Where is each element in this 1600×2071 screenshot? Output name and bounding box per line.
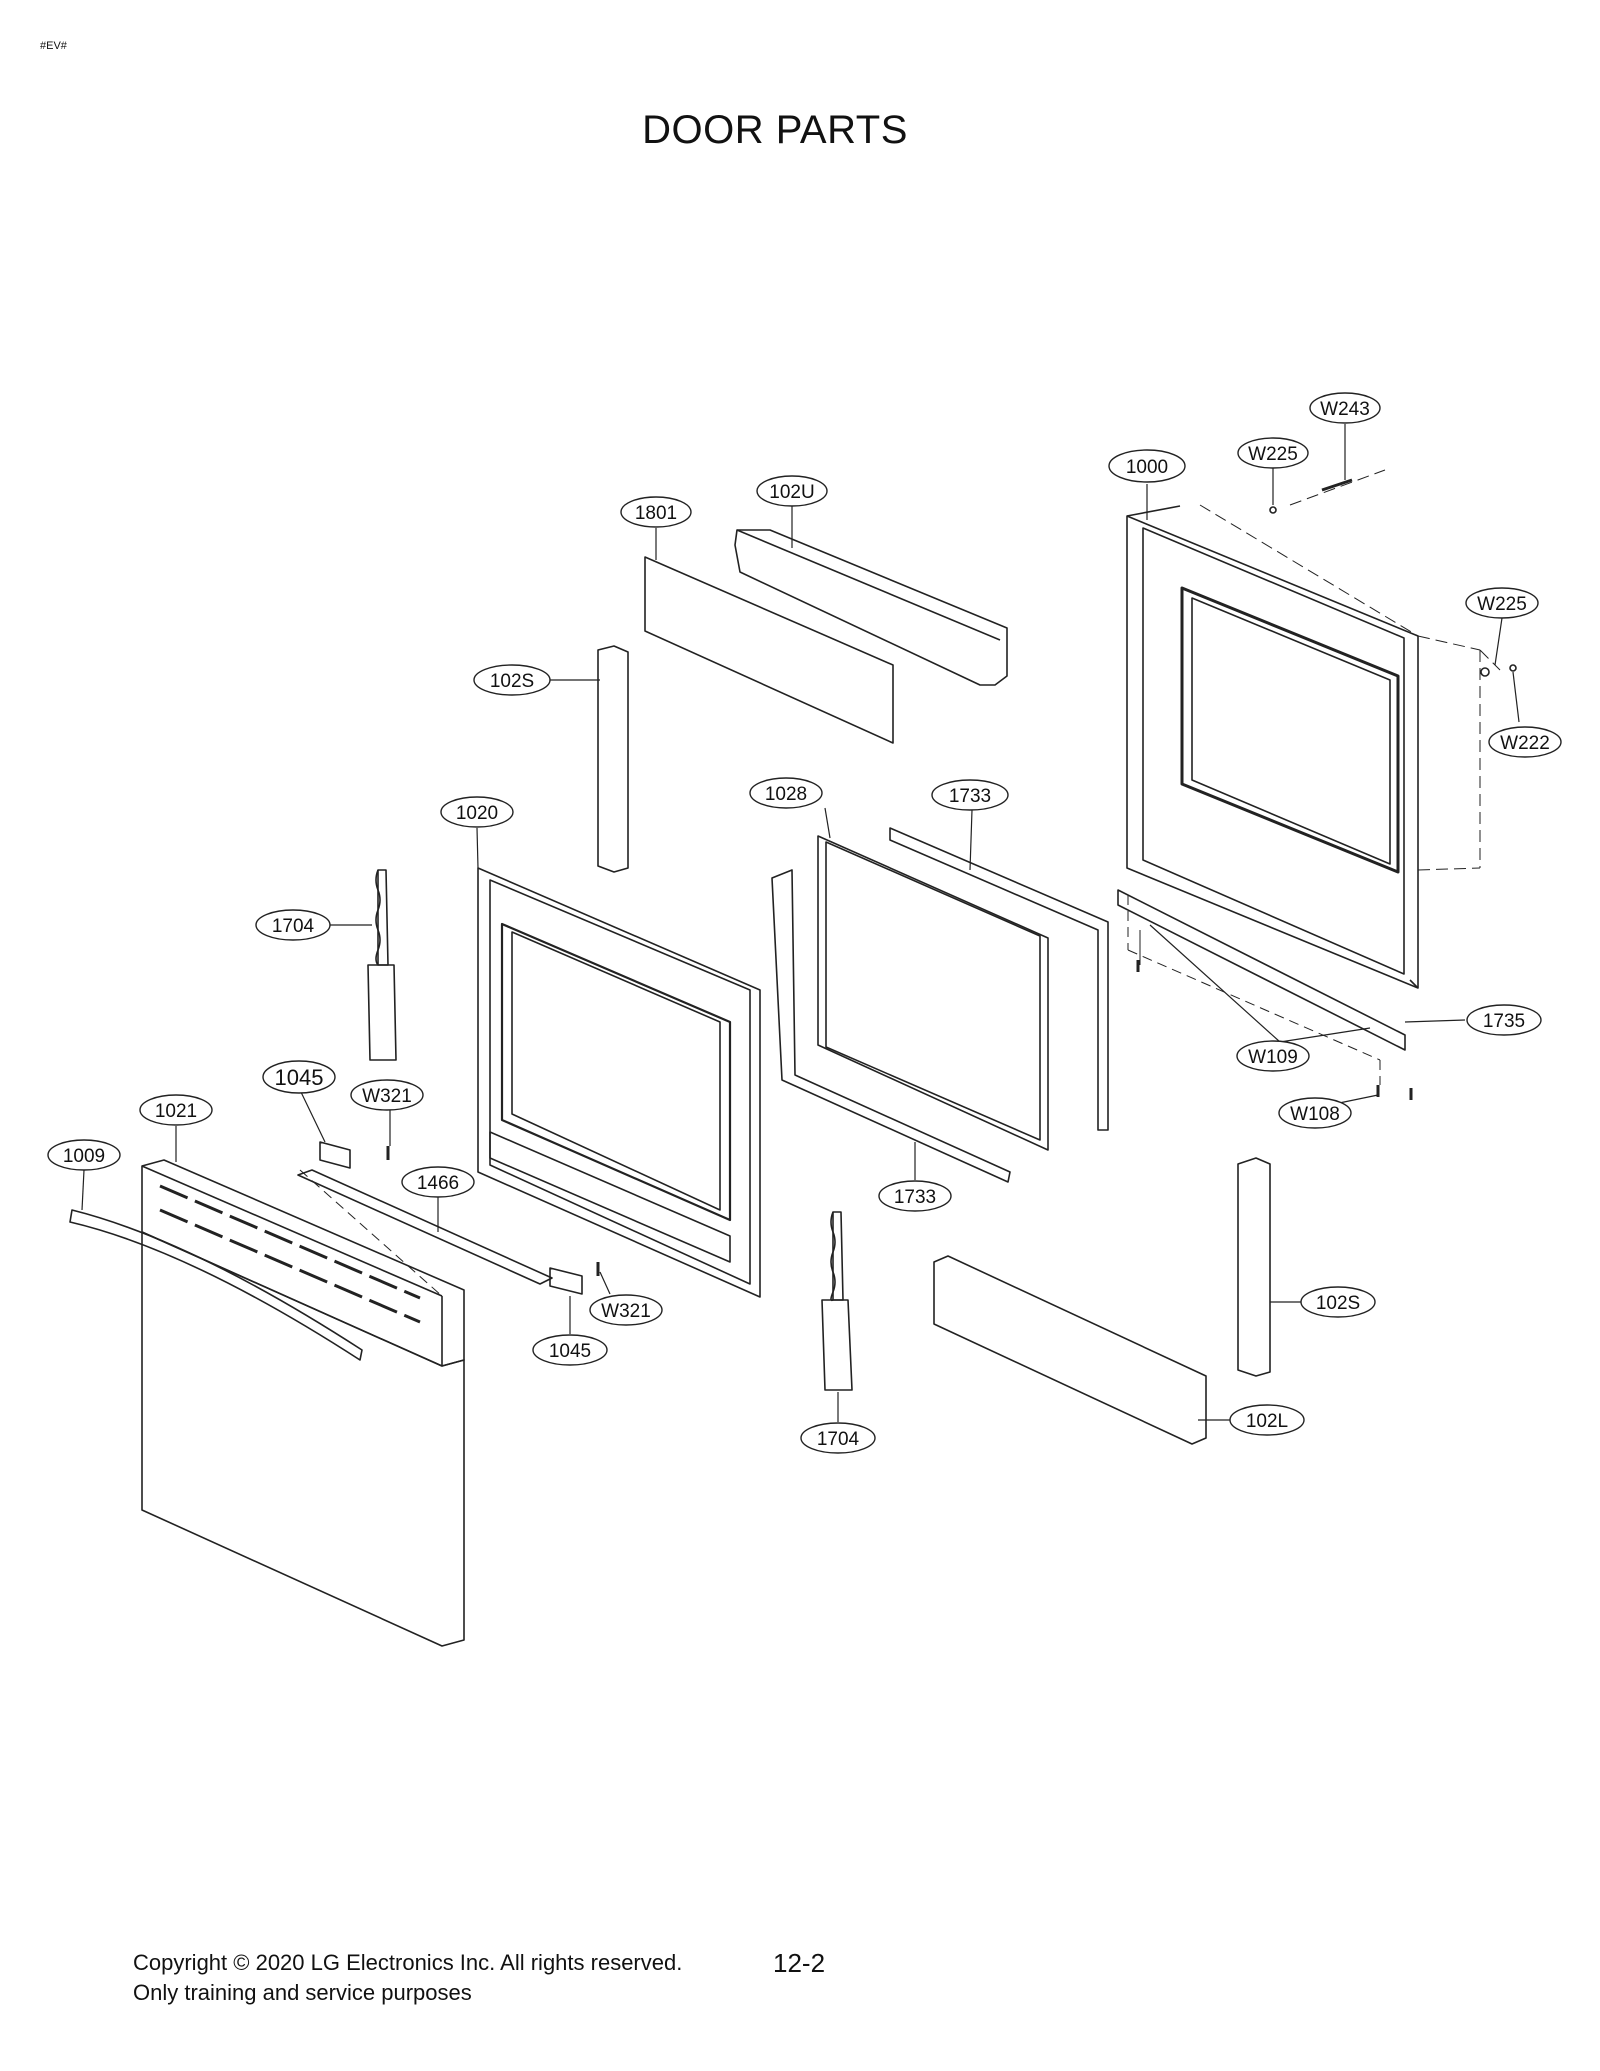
svg-text:102L: 102L [1246, 1411, 1288, 1432]
bottom-trim [933, 1255, 1207, 1445]
callout-w243: W243 [1309, 392, 1381, 424]
svg-text:1704: 1704 [817, 1429, 860, 1450]
svg-text:1735: 1735 [1483, 1011, 1525, 1032]
callout-1466: 1466 [401, 1166, 475, 1198]
callout-w321-bottom: W321 [589, 1294, 663, 1326]
insulation-panel [644, 556, 894, 744]
svg-text:W321: W321 [601, 1301, 651, 1322]
svg-text:1801: 1801 [635, 503, 677, 524]
door-glass [817, 835, 1049, 1151]
svg-text:1020: 1020 [456, 803, 498, 824]
copyright-text: Copyright © 2020 LG Electronics Inc. All… [133, 1950, 683, 1975]
hinge-left [367, 869, 397, 1061]
usage-note: Only training and service purposes [133, 1980, 472, 2005]
svg-text:102S: 102S [1316, 1293, 1360, 1314]
callout-102s-top: 102S [473, 664, 551, 696]
callout-1045-top: 1045 [262, 1060, 336, 1094]
svg-text:1045: 1045 [275, 1065, 324, 1090]
page-number: 12-2 [773, 1948, 826, 1978]
top-trim [734, 529, 1008, 686]
door-gasket [771, 827, 1109, 1183]
callout-w222: W222 [1488, 726, 1562, 758]
svg-text:1028: 1028 [765, 784, 807, 805]
outer-door-panel [141, 1231, 465, 1647]
svg-text:1733: 1733 [894, 1187, 936, 1208]
svg-text:W243: W243 [1320, 399, 1370, 420]
svg-text:W108: W108 [1290, 1104, 1340, 1125]
svg-text:W225: W225 [1248, 444, 1298, 465]
callout-w109: W109 [1236, 1040, 1310, 1072]
svg-text:1021: 1021 [155, 1101, 197, 1122]
callout-1704-left: 1704 [255, 909, 331, 941]
callout-w321-top: W321 [350, 1079, 424, 1111]
callout-1028: 1028 [749, 777, 823, 809]
side-trim-left [597, 645, 629, 873]
callout-1733-top: 1733 [931, 779, 1009, 811]
callout-102s-right: 102S [1300, 1286, 1376, 1318]
callout-w225-top: W225 [1237, 437, 1309, 469]
middle-door-frame [477, 867, 761, 1298]
callout-1735: 1735 [1466, 1004, 1542, 1036]
svg-text:1466: 1466 [417, 1173, 459, 1194]
screws [1136, 478, 1517, 1100]
svg-text:W321: W321 [362, 1086, 412, 1107]
callout-1704-bottom: 1704 [800, 1422, 876, 1454]
mounting-brackets [319, 1141, 600, 1295]
svg-text:W109: W109 [1248, 1047, 1298, 1068]
svg-text:1704: 1704 [272, 916, 315, 937]
svg-text:1009: 1009 [63, 1146, 105, 1167]
callout-1009: 1009 [47, 1139, 121, 1171]
callout-1045-bottom: 1045 [532, 1334, 608, 1366]
callout-1733-bottom: 1733 [878, 1180, 952, 1212]
callout-w225-right: W225 [1465, 587, 1539, 619]
callout-102l: 102L [1229, 1404, 1305, 1436]
footer: Copyright © 2020 LG Electronics Inc. All… [133, 1948, 682, 2008]
svg-text:102S: 102S [490, 671, 534, 692]
callout-1801: 1801 [620, 496, 692, 528]
hinge-bottom [821, 1211, 853, 1391]
door-bracket [1117, 889, 1406, 1085]
svg-text:W222: W222 [1500, 733, 1550, 754]
page-title: DOOR PARTS [642, 108, 908, 152]
svg-text:1733: 1733 [949, 786, 991, 807]
leader-lines [81, 424, 1520, 1422]
callout-1021: 1021 [139, 1094, 213, 1126]
door-strip [297, 1169, 553, 1285]
callout-1020: 1020 [440, 796, 514, 828]
svg-text:W225: W225 [1477, 594, 1527, 615]
svg-text:102U: 102U [769, 482, 814, 503]
callout-102u: 102U [756, 475, 828, 507]
svg-text:1000: 1000 [1126, 457, 1168, 478]
side-trim-right [1237, 1157, 1271, 1377]
callout-w108: W108 [1278, 1097, 1352, 1129]
callout-1000: 1000 [1108, 449, 1186, 483]
svg-text:1045: 1045 [549, 1341, 591, 1362]
inner-door-frame [1126, 469, 1501, 989]
document-code: #EV# [40, 40, 67, 52]
